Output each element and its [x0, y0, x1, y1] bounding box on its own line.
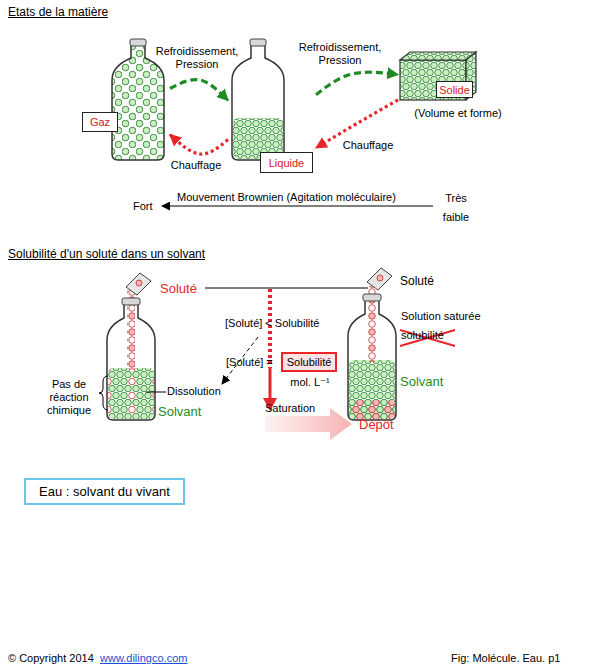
solvent-label: Solvant: [400, 374, 443, 390]
bottle-outline: [107, 304, 155, 420]
figure-caption: Fig: Molécule. Eau. p1: [451, 652, 560, 665]
copyright-text: © Copyright 2014: [8, 652, 94, 665]
box-text: Solubilité: [283, 354, 335, 370]
note-box: Eau : solvant du vivant: [24, 478, 185, 505]
strike-mark: [400, 330, 455, 346]
solute-label: Soluté: [400, 274, 434, 288]
struck-text: solubilité: [401, 329, 444, 342]
scale-title: Mouvement Brownien (Agitation moléculair…: [177, 191, 396, 204]
edge-label: Refroidissement, Pression: [147, 45, 247, 71]
process-label: Dépôt: [359, 417, 394, 433]
edge-label: Chauffage: [161, 159, 231, 172]
unit-text: mol. L⁻¹: [281, 375, 339, 390]
state-note: (Volume et forme): [406, 105, 510, 120]
state-tag: Gaz: [82, 112, 118, 132]
solvent-fill: [108, 368, 154, 419]
state-tag: Solide: [436, 81, 473, 98]
diagram-title: Etats de la matière: [8, 5, 108, 19]
process-label: Dissolution: [167, 385, 221, 398]
bottle-body: [112, 44, 164, 160]
solute-scoop: [126, 273, 151, 295]
solid-block: Solide (Volume et forme): [398, 48, 512, 122]
block-top: [400, 52, 476, 60]
particle-fill: [112, 44, 164, 160]
solute-grain: [377, 275, 383, 281]
strike-mark: [400, 330, 455, 346]
edge-label: Chauffage: [333, 139, 403, 152]
website-link: www.dilingco.com: [100, 652, 187, 665]
state-tag: Liquide: [260, 152, 313, 173]
condition-text: [Soluté] < Solubilité: [225, 317, 319, 330]
solvent-fill: [349, 360, 395, 419]
solute-scoop: [367, 268, 392, 290]
bottle-outline: [112, 44, 164, 160]
scale-arrow: [162, 205, 433, 206]
bottle-cap: [250, 39, 266, 46]
bottle-outline: [232, 44, 284, 160]
leader-line: [146, 392, 166, 393]
bottle-body: [232, 44, 284, 160]
solute-grain: [136, 280, 142, 286]
state-text: Solution saturée: [401, 310, 481, 323]
scale-end: Fort: [133, 200, 153, 213]
note-text: Pas de réaction chimique: [34, 378, 104, 418]
cooling-arrow: [316, 72, 398, 95]
solvent-label: Solvant: [158, 404, 201, 420]
solute-label: Soluté: [160, 281, 197, 297]
note-text: Eau : solvant du vivant: [26, 480, 183, 503]
condition-text: [Soluté] =: [226, 356, 273, 369]
process-label: Saturation: [265, 402, 315, 415]
deposit-fill: [349, 400, 395, 419]
scale-end: Très faible: [436, 189, 476, 227]
brace: [99, 376, 108, 410]
concentration-axis: [269, 368, 272, 400]
section-heading: Solubilité d'un soluté dans un solvant: [8, 247, 205, 261]
edge-label: Refroidissement, Pression: [290, 41, 390, 67]
bottle-cap: [122, 298, 140, 305]
bottle-cap: [363, 294, 381, 301]
bottle-outline: [348, 300, 396, 420]
cooling-arrow: [170, 80, 228, 101]
solubility-box: Solubilitémol. L⁻¹: [281, 352, 337, 372]
liquid-bottle: Liquide: [228, 36, 316, 176]
level-line: [205, 288, 368, 289]
bottle-cap: [130, 39, 146, 46]
heating-arrow: [170, 135, 228, 155]
